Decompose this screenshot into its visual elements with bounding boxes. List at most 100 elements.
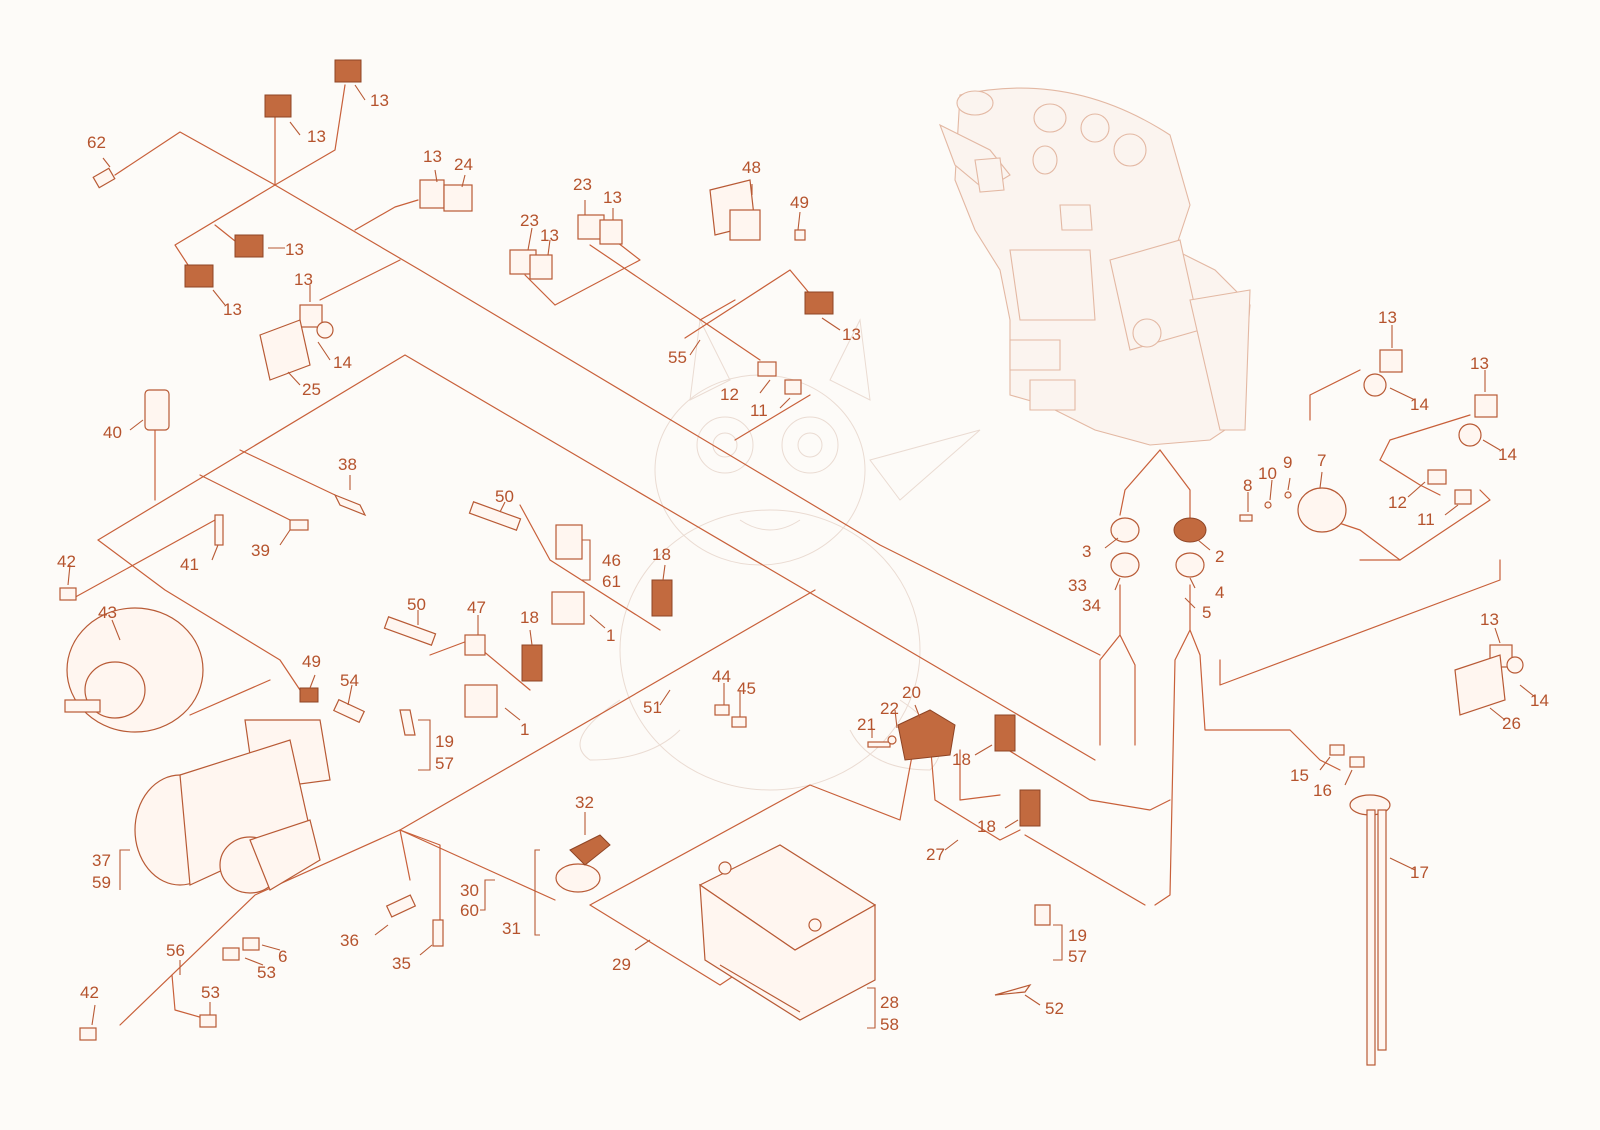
callout-18: 18 (520, 608, 539, 627)
callout-34: 34 (1082, 596, 1101, 615)
callout-58: 58 (880, 1015, 899, 1034)
callout-20: 20 (902, 683, 921, 702)
operator-console-outline (938, 87, 1251, 446)
callout-36: 36 (340, 931, 359, 950)
callout-47: 47 (467, 598, 486, 617)
callout-42: 42 (57, 552, 76, 571)
callout-56: 56 (166, 941, 185, 960)
callout-18: 18 (952, 750, 971, 769)
callout-13: 13 (307, 127, 326, 146)
alternator (64, 607, 204, 733)
callout-1: 1 (606, 626, 615, 645)
components (59, 59, 1524, 1066)
callout-37: 37 (92, 851, 111, 870)
callout-5: 5 (1202, 603, 1211, 622)
callout-13: 13 (294, 270, 313, 289)
callout-19: 19 (435, 732, 454, 751)
callout-44: 44 (712, 667, 731, 686)
callout-1: 1 (520, 720, 529, 739)
callout-53: 53 (201, 983, 220, 1002)
background-mascot-illustration (579, 318, 981, 791)
callout-10: 10 (1258, 464, 1277, 483)
callout-8: 8 (1243, 476, 1252, 495)
callout-33: 33 (1068, 576, 1087, 595)
fuel-level-sender (1349, 794, 1391, 1066)
callout-26: 26 (1502, 714, 1521, 733)
callout-50: 50 (495, 487, 514, 506)
callout-57: 57 (1068, 947, 1087, 966)
callout-31: 31 (502, 919, 521, 938)
callout-3: 3 (1082, 542, 1091, 561)
callout-14: 14 (1530, 691, 1549, 710)
callout-57: 57 (435, 754, 454, 773)
callout-29: 29 (612, 955, 631, 974)
callout-54: 54 (340, 671, 359, 690)
callout-13: 13 (285, 240, 304, 259)
callout-13: 13 (1378, 308, 1397, 327)
callout-27: 27 (926, 845, 945, 864)
callout-48: 48 (742, 158, 761, 177)
callout-19: 19 (1068, 926, 1087, 945)
callout-23: 23 (573, 175, 592, 194)
callout-13: 13 (370, 91, 389, 110)
callout-13: 13 (1470, 354, 1489, 373)
callout-9: 9 (1283, 453, 1292, 472)
callout-50: 50 (407, 595, 426, 614)
callout-55: 55 (668, 348, 687, 367)
callout-13: 13 (540, 226, 559, 245)
callout-21: 21 (857, 715, 876, 734)
callout-11: 11 (750, 401, 768, 420)
callout-40: 40 (103, 423, 122, 442)
harness-wires (69, 84, 1501, 1026)
callout-28: 28 (880, 993, 899, 1012)
callout-13: 13 (603, 188, 622, 207)
callout-30: 30 (460, 881, 479, 900)
battery (698, 844, 877, 1021)
callout-35: 35 (392, 954, 411, 973)
callout-52: 52 (1045, 999, 1064, 1018)
callout-62: 62 (87, 133, 106, 152)
callout-labels: 62 13 13 13 24 13 13 13 14 25 23 13 23 1… (57, 91, 1549, 1034)
callout-59: 59 (92, 873, 111, 892)
callout-leaders (67, 84, 1536, 1029)
callout-60: 60 (460, 901, 479, 920)
callout-15: 15 (1290, 766, 1309, 785)
callout-12: 12 (720, 385, 739, 404)
callout-38: 38 (338, 455, 357, 474)
callout-18: 18 (977, 817, 996, 836)
starter-motor (134, 719, 331, 894)
callout-16: 16 (1313, 781, 1332, 800)
callout-41: 41 (180, 555, 199, 574)
callout-51: 51 (643, 698, 662, 717)
callout-13: 13 (423, 147, 442, 166)
callout-2: 2 (1215, 547, 1224, 566)
callout-14: 14 (1498, 445, 1517, 464)
callout-43: 43 (98, 603, 117, 622)
callout-32: 32 (575, 793, 594, 812)
callout-12: 12 (1388, 493, 1407, 512)
callout-17: 17 (1410, 863, 1429, 882)
callout-18: 18 (652, 545, 671, 564)
callout-13: 13 (1480, 610, 1499, 629)
callout-6: 6 (278, 947, 287, 966)
callout-13: 13 (223, 300, 242, 319)
callout-46: 46 (602, 551, 621, 570)
callout-25: 25 (302, 380, 321, 399)
callout-39: 39 (251, 541, 270, 560)
callout-49: 49 (790, 193, 809, 212)
callout-7: 7 (1317, 451, 1326, 470)
callout-23: 23 (520, 211, 539, 230)
callout-49: 49 (302, 652, 321, 671)
callout-24: 24 (454, 155, 473, 174)
callout-4: 4 (1215, 583, 1224, 602)
callout-11: 11 (1417, 510, 1435, 529)
battery-isolator-switch (555, 834, 611, 893)
callout-61: 61 (602, 572, 621, 591)
callout-14: 14 (333, 353, 352, 372)
callout-53: 53 (257, 963, 276, 982)
callout-22: 22 (880, 699, 899, 718)
callout-45: 45 (737, 679, 756, 698)
callout-42: 42 (80, 983, 99, 1002)
callout-13: 13 (842, 325, 861, 344)
